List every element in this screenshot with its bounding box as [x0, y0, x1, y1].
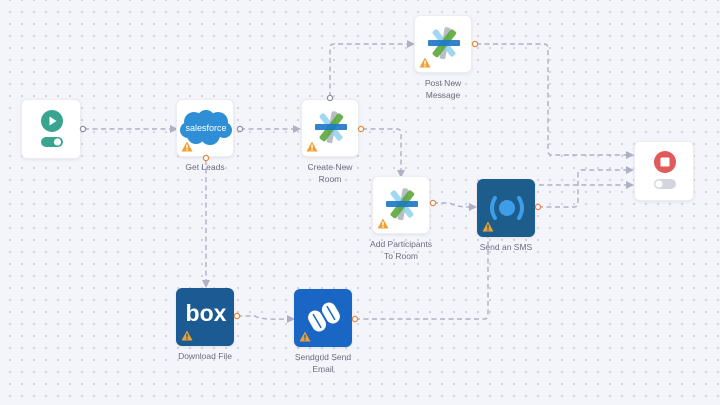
warning-icon[interactable] [306, 141, 318, 152]
arrow-head [202, 280, 210, 288]
output-port[interactable] [79, 125, 87, 133]
create-new-room-node[interactable] [301, 99, 359, 157]
warning-icon[interactable] [181, 330, 193, 341]
label-line: To Room [383, 251, 418, 261]
add-participants-node[interactable] [372, 176, 430, 234]
edge-create-room-to-post-message[interactable] [329, 43, 407, 97]
send-sms-node[interactable] [477, 179, 535, 237]
arrow-head [626, 151, 634, 159]
arrow-head [469, 203, 477, 211]
node-label-post-new-message: Post New Message [388, 77, 498, 101]
arrow-head [626, 181, 634, 189]
label-line: Add Participants [370, 239, 432, 249]
arrow-head [626, 166, 634, 174]
play-icon[interactable] [41, 110, 63, 132]
download-file-node[interactable]: box [176, 288, 234, 346]
post-new-message-node[interactable] [414, 15, 472, 73]
label-line: Email [312, 364, 334, 374]
output-port[interactable] [326, 94, 334, 102]
node-label-add-participants: Add Participants To Room [346, 238, 456, 262]
output-port[interactable] [534, 203, 542, 211]
cisco-spark-icon [386, 188, 418, 221]
warning-icon[interactable] [482, 221, 494, 232]
stop-node[interactable] [634, 141, 694, 201]
node-label-create-new-room: Create New Room [275, 161, 385, 185]
cisco-spark-icon [315, 111, 347, 144]
node-label-download-file: Download File [178, 351, 232, 361]
edge-post-message-to-stop[interactable] [476, 43, 626, 156]
get-leads-node[interactable]: salesforce [176, 99, 234, 157]
output-port[interactable] [351, 315, 359, 323]
warning-icon[interactable] [377, 218, 389, 229]
cisco-spark-icon [428, 27, 460, 60]
output-port[interactable] [357, 125, 365, 133]
enable-toggle[interactable] [41, 137, 63, 147]
output-port[interactable] [429, 199, 437, 207]
salesforce-icon: salesforce [180, 110, 232, 145]
enable-toggle[interactable] [654, 179, 676, 189]
edge-send-sms-to-stop[interactable] [538, 169, 626, 208]
node-label-sendgrid: Sendgrid Send Email [268, 351, 378, 375]
node-label-send-sms: Send an SMS [479, 242, 533, 252]
edge-add-participants-to-send-sms[interactable] [433, 202, 471, 208]
warning-icon[interactable] [419, 57, 431, 68]
output-port[interactable] [471, 40, 479, 48]
box-logo-text: box [186, 301, 227, 325]
output-port[interactable] [202, 154, 210, 162]
node-label-get-leads: Get Leads [185, 162, 225, 172]
box-icon: box [186, 301, 227, 325]
label-line: Room [318, 174, 342, 184]
warning-icon[interactable] [181, 141, 193, 152]
edge-create-room-to-add-participants[interactable] [362, 128, 402, 170]
edge-download-file-to-sendgrid[interactable] [237, 315, 288, 320]
warning-icon[interactable] [299, 331, 311, 342]
arrow-head [293, 125, 301, 133]
label-line: Post New [424, 78, 462, 88]
output-port[interactable] [233, 312, 241, 320]
sendgrid-icon [308, 302, 340, 332]
output-port[interactable] [236, 125, 244, 133]
stop-icon[interactable] [654, 151, 676, 173]
label-line: Create New [307, 162, 353, 172]
sms-broadcast-icon [490, 196, 524, 220]
label-line: Sendgrid Send [294, 352, 352, 362]
start-trigger-node[interactable] [21, 99, 81, 159]
salesforce-logo-text: salesforce [185, 123, 226, 133]
label-line: Message [425, 90, 461, 100]
sendgrid-send-email-node[interactable] [294, 289, 352, 347]
